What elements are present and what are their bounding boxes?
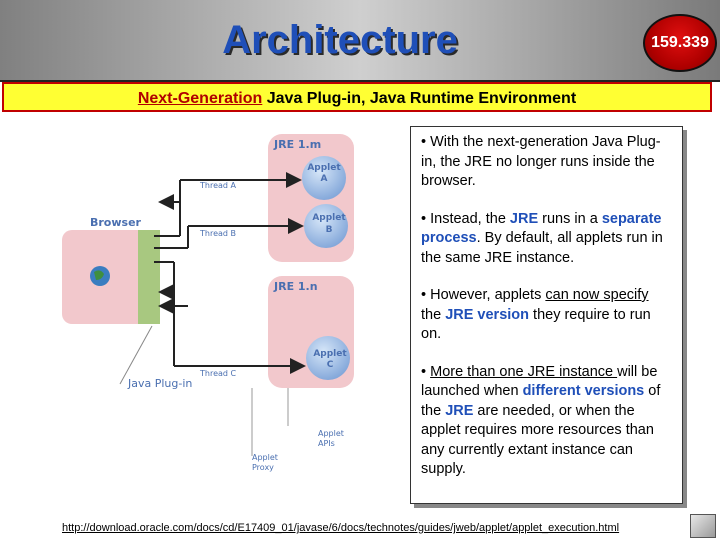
- java-plugin-bar: [138, 230, 160, 324]
- subtitle-highlight: Next-Generation: [137, 90, 263, 107]
- jre-bottom-label: JRE 1.n: [273, 280, 318, 293]
- bullet-3-text-a: • However, applets: [421, 287, 546, 303]
- applet-c-label-2: C: [327, 360, 334, 370]
- slide-header: Architecture 159.339: [0, 0, 720, 82]
- bullet-4-text-a: •: [421, 363, 431, 380]
- applet-b-circle: [304, 204, 348, 248]
- applet-a-circle: [302, 156, 346, 200]
- bullet-4-text-b: will be launched when: [421, 363, 658, 400]
- subtitle-bar: Next-Generation Java Plug-in, Java Runti…: [2, 82, 712, 112]
- bullet-4-text-c: of the: [421, 383, 661, 419]
- bullet-3-jre-version: JRE version: [445, 306, 530, 323]
- bullet-2-jre: JRE: [509, 210, 539, 227]
- bullet-2-text-a: • Instead, the: [421, 210, 510, 227]
- bullet-3-text-b: the: [421, 306, 446, 323]
- bullet-4-jre: JRE: [445, 402, 474, 419]
- bullet-3-text-c: they require to run on.: [421, 306, 651, 343]
- course-badge-label: 159.339: [651, 34, 709, 51]
- bullet-2-text-b: runs in a: [538, 210, 602, 227]
- bullet-textbox: • With the next-generation Java Plug-in,…: [410, 126, 683, 504]
- jre-top-label: JRE 1.m: [273, 138, 321, 151]
- thread-a-label: Thread A: [199, 181, 237, 190]
- thread-b-label: Thread B: [199, 229, 236, 238]
- applet-b-label-2: B: [326, 225, 333, 235]
- subtitle: Next-Generation Java Plug-in, Java Runti…: [4, 90, 710, 108]
- applet-apis-label-2: APIs: [318, 439, 335, 448]
- bullet-4-more-than-one: More than one JRE instance: [430, 363, 618, 380]
- bullet-3-can-specify: can now specify: [545, 287, 649, 303]
- applet-b-label-1: Applet: [312, 213, 346, 223]
- reference-link[interactable]: http://download.oracle.com/docs/cd/E1740…: [62, 522, 620, 534]
- applet-apis-label-1: Applet: [318, 429, 344, 438]
- architecture-diagram: JRE 1.m Applet A Applet B JRE 1.n Applet…: [56, 126, 404, 478]
- next-slide-button[interactable]: [690, 514, 716, 538]
- bullet-3: • However, applets can now specify the J…: [421, 286, 672, 345]
- slide-title: Architecture: [222, 18, 458, 62]
- applet-proxy-label-1: Applet: [252, 453, 278, 462]
- thread-c-label: Thread C: [199, 369, 237, 378]
- bullet-4-different-versions: different versions: [522, 383, 645, 399]
- bullet-4-text-d: are needed, or when the applet requires …: [421, 402, 654, 478]
- browser-label: Browser: [90, 216, 142, 229]
- bullet-2-text-c: . By default, all applets run in the sam…: [421, 230, 663, 266]
- course-badge: 159.339: [643, 14, 717, 72]
- java-plugin-label: Java Plug-in: [127, 377, 192, 390]
- bullet-1: • With the next-generation Java Plug-in,…: [421, 134, 661, 189]
- applet-proxy-label-2: Proxy: [252, 463, 274, 472]
- jre-top-box: [268, 134, 354, 262]
- applet-c-label-1: Applet: [313, 349, 347, 359]
- subtitle-rest: Java Plug-in, Java Runtime Environment: [262, 90, 577, 107]
- applet-a-label-2: A: [321, 174, 328, 184]
- applet-a-label-1: Applet: [307, 163, 341, 173]
- applet-c-circle: [306, 336, 350, 380]
- bullet-2: • Instead, the JRE runs in a separate pr…: [421, 210, 672, 269]
- bullet-2-separate-process: separate process: [421, 210, 662, 247]
- bullet-4: • More than one JRE instance will be lau…: [421, 363, 672, 480]
